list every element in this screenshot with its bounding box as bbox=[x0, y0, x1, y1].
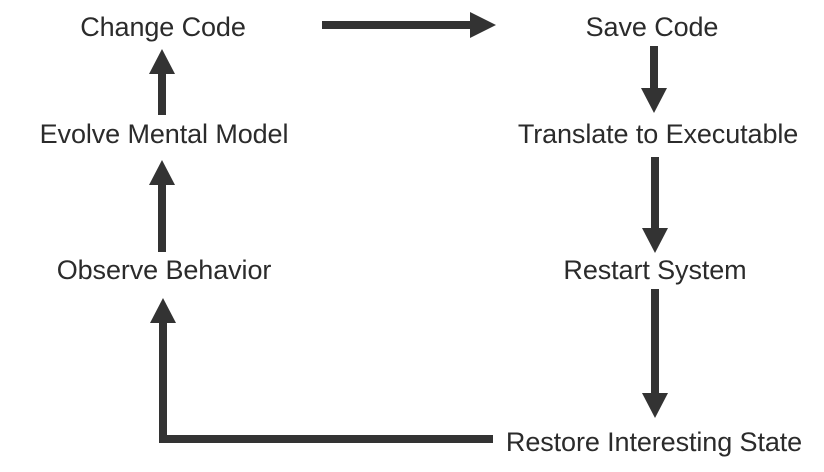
node-change-code: Change Code bbox=[80, 12, 246, 42]
node-save-code: Save Code bbox=[585, 12, 719, 42]
node-restart-system: Restart System bbox=[563, 255, 747, 285]
node-translate-to-executable: Translate to Executable bbox=[517, 119, 799, 149]
edge-translate-to-restart bbox=[642, 157, 668, 253]
edge-restore-to-observe bbox=[150, 298, 493, 443]
node-restore-interesting-state: Restore Interesting State bbox=[505, 427, 803, 457]
edge-observe-to-evolve bbox=[149, 160, 175, 252]
edge-restart-to-restore bbox=[642, 289, 668, 418]
node-evolve-mental-model: Evolve Mental Model bbox=[39, 119, 289, 149]
edge-change-code-to-save-code bbox=[322, 12, 496, 38]
edge-save-code-to-translate bbox=[641, 46, 667, 113]
edge-evolve-to-change-code bbox=[149, 49, 175, 115]
node-observe-behavior: Observe Behavior bbox=[56, 255, 272, 285]
